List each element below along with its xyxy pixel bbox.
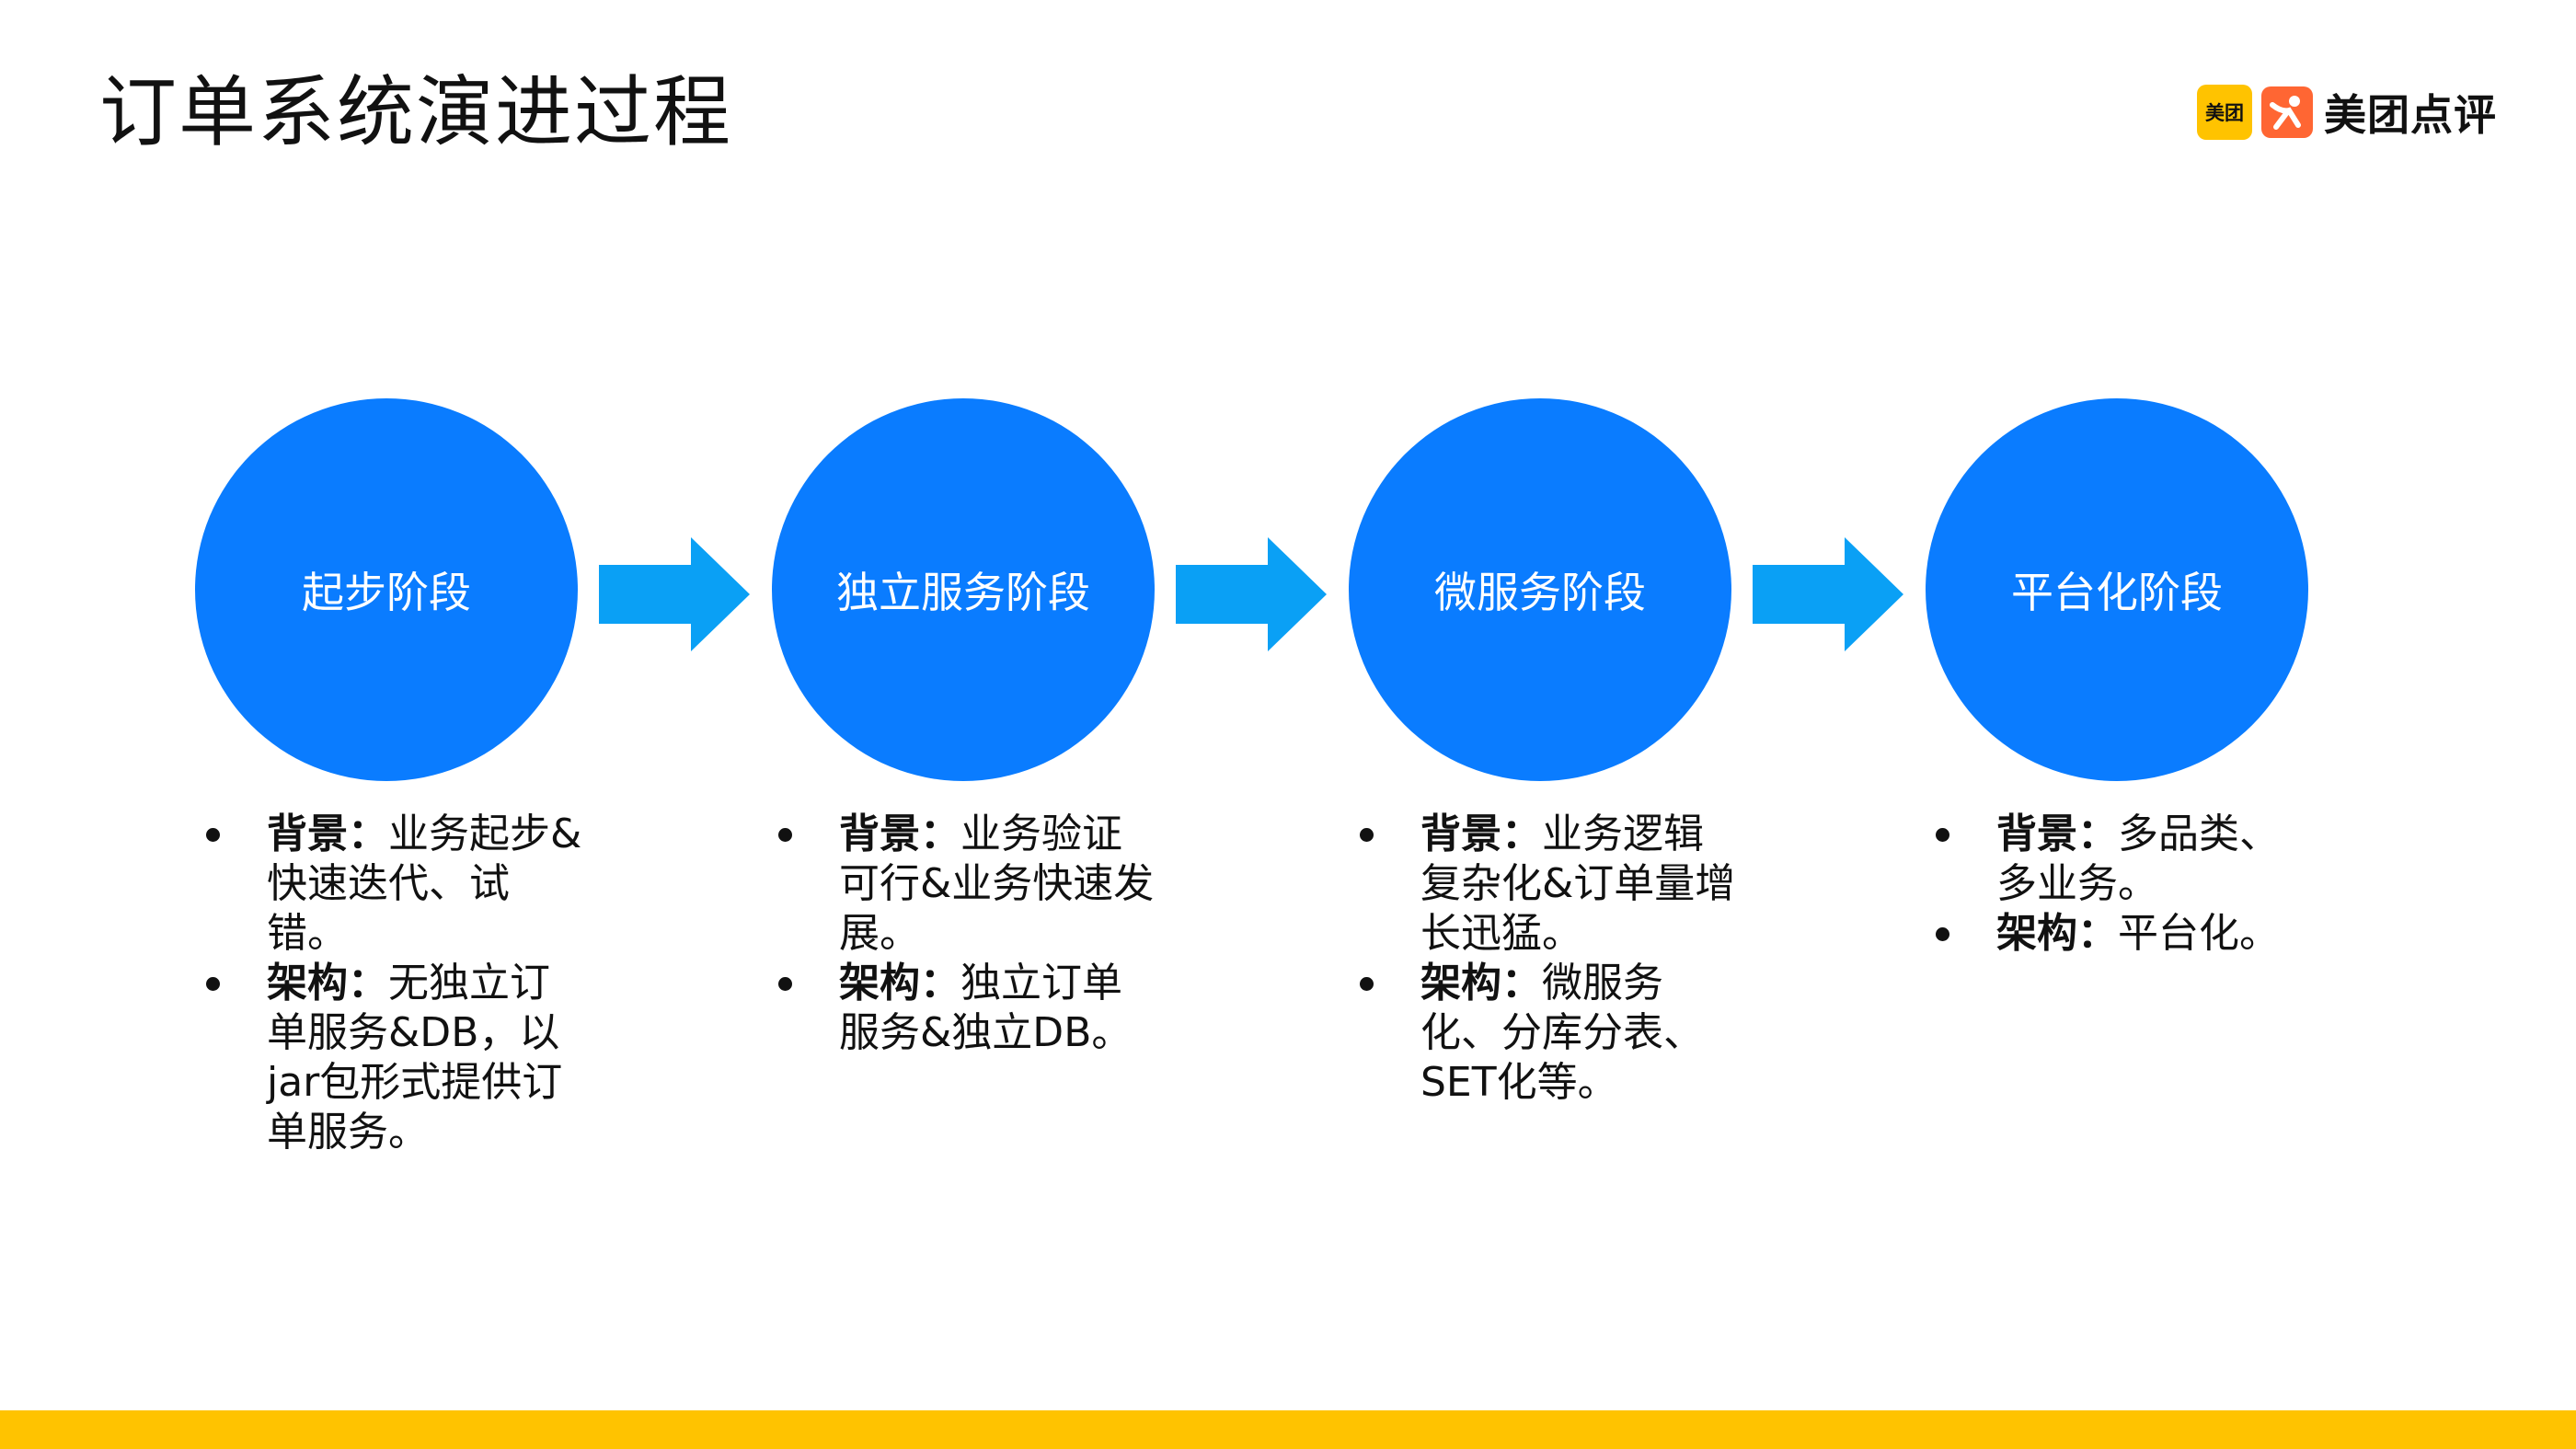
stage-description-independent-service: 背景：业务验证可行&业务快速发展。 架构：独立订单服务&独立DB。	[771, 810, 1157, 1058]
bullet-key: 架构：	[1996, 910, 2118, 957]
page-title: 订单系统演进过程	[99, 67, 733, 157]
bullet-key: 背景：	[267, 811, 388, 857]
bullet-text: 业务验证可行&业务快速发展。	[839, 811, 1155, 957]
stage-label: 独立服务阶段	[836, 568, 1090, 617]
bullet-key: 背景：	[1996, 811, 2118, 857]
bullet-text: 业务起步&快速迭代、试错。	[267, 811, 582, 957]
stage-description-microservice: 背景：业务逻辑复杂化&订单量增长迅猛。 架构：微服务化、分库分表、SET化等。	[1352, 810, 1739, 1108]
bullet-key: 架构：	[839, 960, 960, 1006]
bullet-text: 微服务化、分库分表、SET化等。	[1420, 960, 1704, 1106]
dianping-person-icon	[2261, 86, 2313, 138]
list-item: 背景：业务逻辑复杂化&订单量增长迅猛。	[1352, 810, 1739, 959]
stage-circle-microservice: 微服务阶段	[1349, 398, 1731, 781]
right-arrow-icon	[1753, 537, 1903, 651]
meituan-badge: 美团	[2197, 85, 2252, 140]
right-arrow-icon	[599, 537, 750, 651]
list-item: 架构：独立订单服务&独立DB。	[771, 959, 1157, 1058]
stage-circle-independent-service: 独立服务阶段	[772, 398, 1155, 781]
bullet-key: 架构：	[1420, 960, 1542, 1006]
list-item: 背景：业务起步&快速迭代、试错。	[199, 810, 585, 959]
meituan-badge-text: 美团	[2205, 102, 2244, 124]
bullet-key: 架构：	[267, 960, 388, 1006]
list-item: 背景：多品类、多业务。	[1928, 810, 2315, 909]
brand-name: 美团点评	[2324, 90, 2497, 140]
bullet-text: 独立订单服务&独立DB。	[839, 960, 1133, 1056]
stage-label: 微服务阶段	[1434, 568, 1646, 617]
list-item: 背景：业务验证可行&业务快速发展。	[771, 810, 1157, 959]
bullet-key: 背景：	[839, 811, 960, 857]
list-item: 架构：微服务化、分库分表、SET化等。	[1352, 959, 1739, 1108]
stage-label: 平台化阶段	[2011, 568, 2223, 617]
bullet-text: 业务逻辑复杂化&订单量增长迅猛。	[1420, 811, 1736, 957]
list-item: 架构：无独立订单服务&DB，以jar包形式提供订单服务。	[199, 959, 585, 1157]
meituan-dianping-logo: 美团 美团点评	[2197, 85, 2497, 140]
bullet-text: 平台化。	[2118, 910, 2280, 957]
stage-description-platform: 背景：多品类、多业务。 架构：平台化。	[1928, 810, 2315, 959]
bottom-accent-bar	[0, 1410, 2576, 1449]
stage-label: 起步阶段	[302, 568, 471, 617]
bullet-key: 背景：	[1420, 811, 1542, 857]
bullet-text: 无独立订单服务&DB，以jar包形式提供订单服务。	[267, 960, 563, 1156]
right-arrow-icon	[1176, 537, 1327, 651]
bullet-text: 多品类、多业务。	[1996, 811, 2280, 907]
stage-circle-platform: 平台化阶段	[1926, 398, 2308, 781]
stage-circle-startup: 起步阶段	[195, 398, 578, 781]
stage-description-startup: 背景：业务起步&快速迭代、试错。 架构：无独立订单服务&DB，以jar包形式提供…	[199, 810, 585, 1157]
list-item: 架构：平台化。	[1928, 909, 2315, 959]
